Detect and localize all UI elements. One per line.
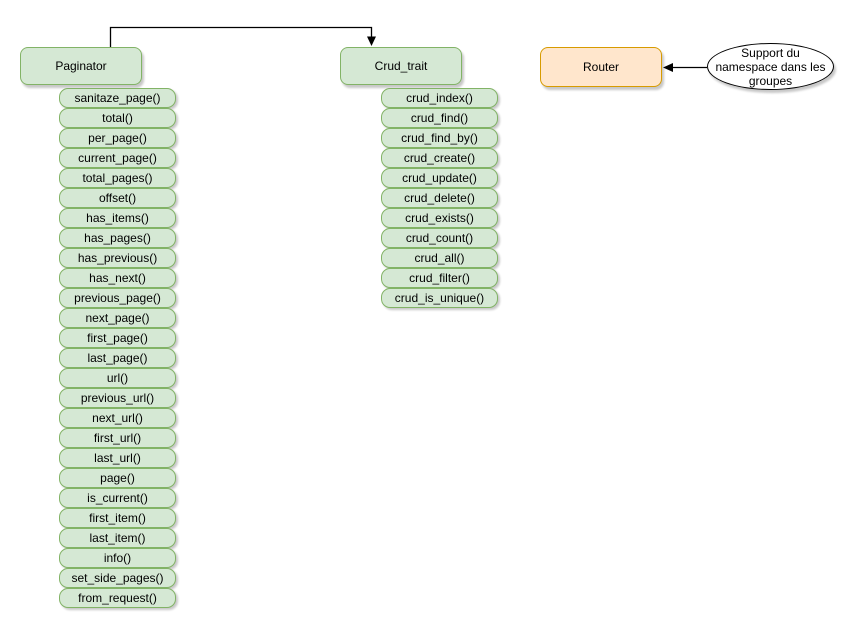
node-crud-trait[interactable]: Crud_trait xyxy=(340,47,462,85)
crud-trait-method-row[interactable]: crud_index() xyxy=(381,88,498,108)
paginator-method-row[interactable]: previous_page() xyxy=(59,288,176,308)
crud-trait-method-row[interactable]: crud_filter() xyxy=(381,268,498,288)
node-router-label: Router xyxy=(582,60,620,74)
paginator-method-row[interactable]: has_next() xyxy=(59,268,176,288)
paginator-method-row[interactable]: first_page() xyxy=(59,328,176,348)
crud-trait-method-row[interactable]: crud_count() xyxy=(381,228,498,248)
arrowhead-down-icon xyxy=(367,36,376,46)
paginator-method-row[interactable]: last_url() xyxy=(59,448,176,468)
note-ellipse[interactable]: Support du namespace dans les groupes xyxy=(707,43,834,90)
node-router[interactable]: Router xyxy=(540,47,662,87)
paginator-method-row[interactable]: last_page() xyxy=(59,348,176,368)
node-paginator-title: Paginator xyxy=(55,59,107,73)
paginator-method-row[interactable]: last_item() xyxy=(59,528,176,548)
connector-paginator-to-crud-trait[interactable] xyxy=(109,26,377,48)
crud-trait-method-row[interactable]: crud_delete() xyxy=(381,188,498,208)
paginator-method-row[interactable]: next_page() xyxy=(59,308,176,328)
crud-trait-method-list: crud_index()crud_find()crud_find_by()cru… xyxy=(381,88,498,308)
paginator-method-row[interactable]: sanitaze_page() xyxy=(59,88,176,108)
paginator-method-row[interactable]: previous_url() xyxy=(59,388,176,408)
crud-trait-method-row[interactable]: crud_is_unique() xyxy=(381,288,498,308)
paginator-method-row[interactable]: total_pages() xyxy=(59,168,176,188)
connector-line[interactable] xyxy=(109,26,373,48)
paginator-method-row[interactable]: has_previous() xyxy=(59,248,176,268)
paginator-method-row[interactable]: current_page() xyxy=(59,148,176,168)
paginator-method-row[interactable]: from_request() xyxy=(59,588,176,608)
paginator-method-row[interactable]: total() xyxy=(59,108,176,128)
crud-trait-method-row[interactable]: crud_find_by() xyxy=(381,128,498,148)
paginator-method-row[interactable]: url() xyxy=(59,368,176,388)
paginator-method-row[interactable]: has_pages() xyxy=(59,228,176,248)
paginator-method-row[interactable]: has_items() xyxy=(59,208,176,228)
connector-note-to-router[interactable] xyxy=(663,63,707,72)
paginator-method-list: sanitaze_page()total()per_page()current_… xyxy=(59,88,176,608)
note-text: Support du namespace dans les groupes xyxy=(715,45,826,88)
paginator-method-row[interactable]: set_side_pages() xyxy=(59,568,176,588)
paginator-method-row[interactable]: next_url() xyxy=(59,408,176,428)
paginator-method-row[interactable]: first_url() xyxy=(59,428,176,448)
crud-trait-method-row[interactable]: crud_update() xyxy=(381,168,498,188)
node-paginator[interactable]: Paginator xyxy=(20,47,142,85)
paginator-method-row[interactable]: offset() xyxy=(59,188,176,208)
paginator-method-row[interactable]: first_item() xyxy=(59,508,176,528)
crud-trait-method-row[interactable]: crud_find() xyxy=(381,108,498,128)
paginator-method-row[interactable]: is_current() xyxy=(59,488,176,508)
node-crud-trait-title: Crud_trait xyxy=(374,59,428,73)
paginator-method-row[interactable]: page() xyxy=(59,468,176,488)
paginator-method-row[interactable]: info() xyxy=(59,548,176,568)
crud-trait-method-row[interactable]: crud_all() xyxy=(381,248,498,268)
crud-trait-method-row[interactable]: crud_exists() xyxy=(381,208,498,228)
paginator-method-row[interactable]: per_page() xyxy=(59,128,176,148)
crud-trait-method-row[interactable]: crud_create() xyxy=(381,148,498,168)
